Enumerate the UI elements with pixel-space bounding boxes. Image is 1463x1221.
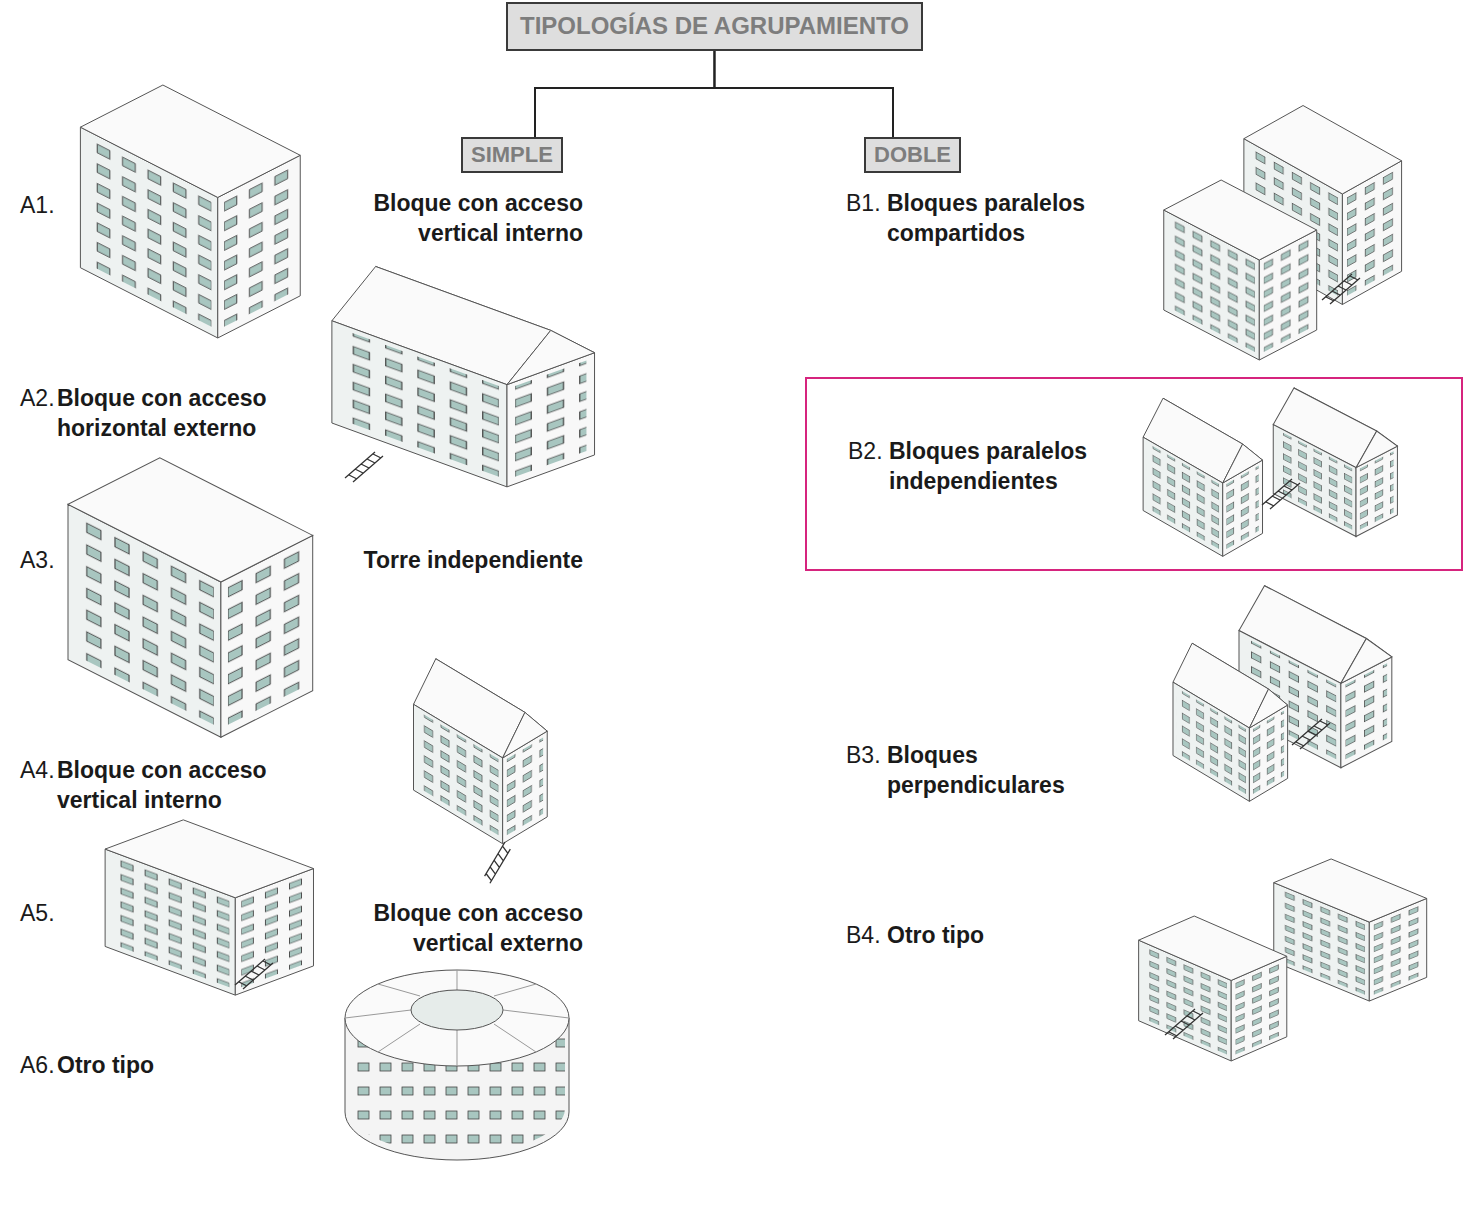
stair xyxy=(1262,479,1300,509)
tree-connector xyxy=(535,51,714,137)
category-title: DOBLE xyxy=(874,142,951,168)
type-code: A4. xyxy=(20,755,55,785)
drawing-part xyxy=(345,970,569,1066)
category-box: TIPOLOGÍAS DE AGRUPAMIENTO xyxy=(506,2,923,51)
building-b3-front xyxy=(1173,643,1288,801)
drawing-part xyxy=(105,820,313,995)
drawing-part xyxy=(68,458,313,737)
type-name: Otro tipo xyxy=(887,920,1087,950)
drawing-part xyxy=(1164,180,1317,360)
building-b2-back xyxy=(1273,388,1397,537)
type-code: B2. xyxy=(848,436,883,466)
drawing-part xyxy=(80,85,300,338)
category-box: DOBLE xyxy=(864,137,961,173)
building-a3 xyxy=(68,458,313,737)
type-code: A6. xyxy=(20,1050,55,1080)
type-name: Otro tipo xyxy=(57,1050,257,1080)
stair xyxy=(479,841,515,884)
stair xyxy=(1322,274,1360,304)
type-name: Bloques paralelos independientes xyxy=(889,436,1139,496)
drawing-part xyxy=(1273,388,1397,537)
type-name: Bloques paralelos compartidos xyxy=(887,188,1137,248)
type-code: A1. xyxy=(20,190,55,220)
tree-connector xyxy=(714,51,893,137)
stair xyxy=(1165,1009,1203,1039)
type-name: Bloques perpendiculares xyxy=(887,740,1137,800)
stair xyxy=(235,959,273,989)
building-b4-back xyxy=(1274,859,1427,1001)
drawing-part xyxy=(1139,916,1287,1061)
type-name: Bloque con acceso vertical interno xyxy=(328,188,583,248)
building-a5 xyxy=(105,820,313,995)
category-title: SIMPLE xyxy=(471,142,553,168)
drawing-part xyxy=(1274,859,1427,1001)
stair xyxy=(345,452,383,482)
drawing-part xyxy=(345,970,569,1066)
type-code: A3. xyxy=(20,545,55,575)
drawing-part xyxy=(411,990,503,1030)
building-b4-front xyxy=(1139,916,1287,1061)
drawing-part xyxy=(1143,398,1262,556)
type-name: Bloque con acceso vertical externo xyxy=(328,898,583,958)
drawing-part xyxy=(1173,643,1288,801)
type-code: A2. xyxy=(20,383,55,413)
type-name: Bloque con acceso vertical interno xyxy=(57,755,312,815)
building-a1 xyxy=(80,85,300,338)
drawing-part xyxy=(332,266,595,486)
highlight-frame: B2.Bloques paralelos independientes xyxy=(805,377,1463,571)
drawing-part xyxy=(414,659,548,844)
type-code: A5. xyxy=(20,898,55,928)
ring-building xyxy=(345,970,569,1160)
building-b1-front xyxy=(1164,180,1317,360)
building-b2-front xyxy=(1143,398,1262,556)
stair xyxy=(1292,719,1330,749)
type-code: B4. xyxy=(846,920,881,950)
type-name: Bloque con acceso horizontal externo xyxy=(57,383,312,443)
type-code: B3. xyxy=(846,740,881,770)
building-a4 xyxy=(414,659,548,844)
category-title: TIPOLOGÍAS DE AGRUPAMIENTO xyxy=(520,12,909,41)
building-a2 xyxy=(332,266,595,486)
category-box: SIMPLE xyxy=(461,137,563,173)
type-name: Torre independiente xyxy=(323,545,583,575)
type-code: B1. xyxy=(846,188,881,218)
